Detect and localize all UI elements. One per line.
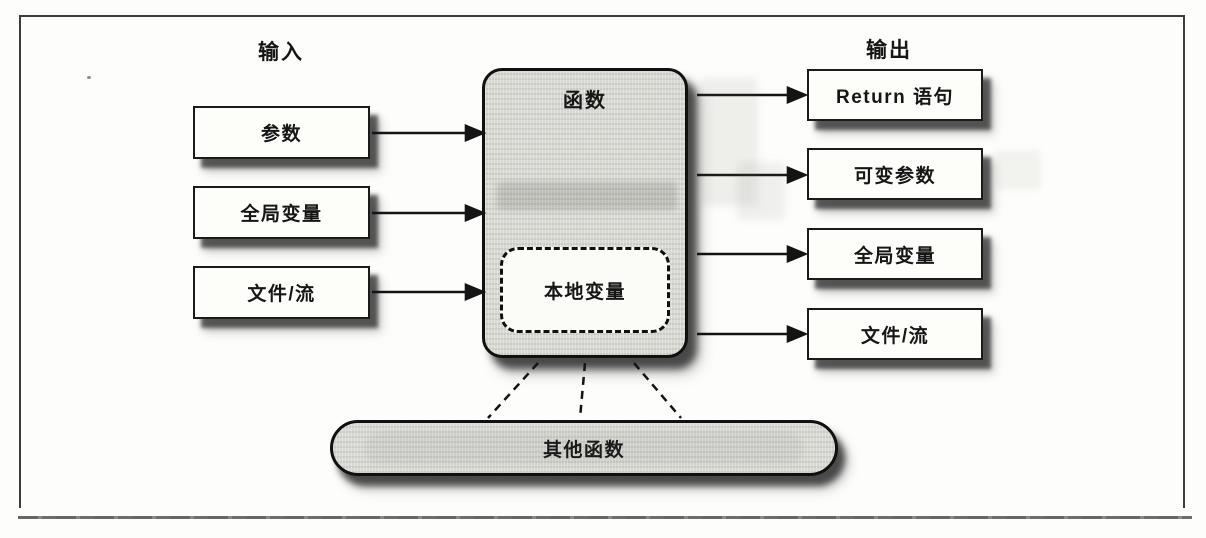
input-box-parameters: 参数 — [193, 106, 370, 159]
input-box-files-streams: 文件/流 — [193, 266, 370, 319]
arrow-input-files-streams-head — [464, 283, 487, 301]
arrow-output-global-variables-head — [786, 245, 809, 263]
output-box-mutable-parameters: 可变参数 — [807, 148, 983, 200]
dashed-link-left — [487, 362, 539, 419]
output-box-mutable-parameters-label: 可变参数 — [853, 165, 936, 187]
arrow-input-global-variables-head — [464, 204, 487, 222]
output-box-return-statement-label: Return 语句 — [835, 86, 954, 108]
local-variables-label: 本地变量 — [543, 281, 626, 303]
input-box-parameters-label: 参数 — [260, 124, 302, 145]
input-box-global-variables: 全局变量 — [193, 186, 370, 239]
input-column-header: 输入 — [258, 41, 304, 64]
bottom-rule — [18, 516, 1192, 519]
scan-smudge — [497, 182, 677, 210]
other-functions-pill: 其他函数 — [330, 420, 838, 476]
output-box-return-statement: Return 语句 — [807, 69, 983, 121]
arrow-output-files-streams-head — [786, 325, 809, 343]
scan-smudge — [995, 150, 1041, 190]
local-variables-box: 本地变量 — [500, 247, 670, 333]
output-box-global-variables: 全局变量 — [807, 228, 983, 280]
scan-smudge — [365, 432, 803, 464]
dashed-link-right — [633, 362, 682, 419]
output-box-files-streams-label: 文件/流 — [860, 325, 930, 347]
scan-speck — [87, 76, 91, 79]
arrow-input-parameters-head — [464, 124, 487, 142]
function-box-label: 函数 — [563, 90, 607, 112]
other-functions-label: 其他函数 — [542, 439, 625, 461]
scan-smudge — [700, 78, 758, 206]
output-box-global-variables-label: 全局变量 — [853, 245, 936, 267]
arrow-output-return-statement-head — [786, 86, 809, 104]
input-box-global-variables-label: 全局变量 — [240, 204, 323, 225]
arrow-output-mutable-parameters-head — [786, 166, 809, 184]
dashed-link-middle — [578, 362, 587, 419]
output-column-header: 输出 — [866, 39, 912, 62]
scan-smudge — [737, 162, 785, 220]
output-box-files-streams: 文件/流 — [807, 308, 983, 360]
figure-frame — [19, 15, 1185, 508]
input-box-files-streams-label: 文件/流 — [247, 284, 316, 305]
